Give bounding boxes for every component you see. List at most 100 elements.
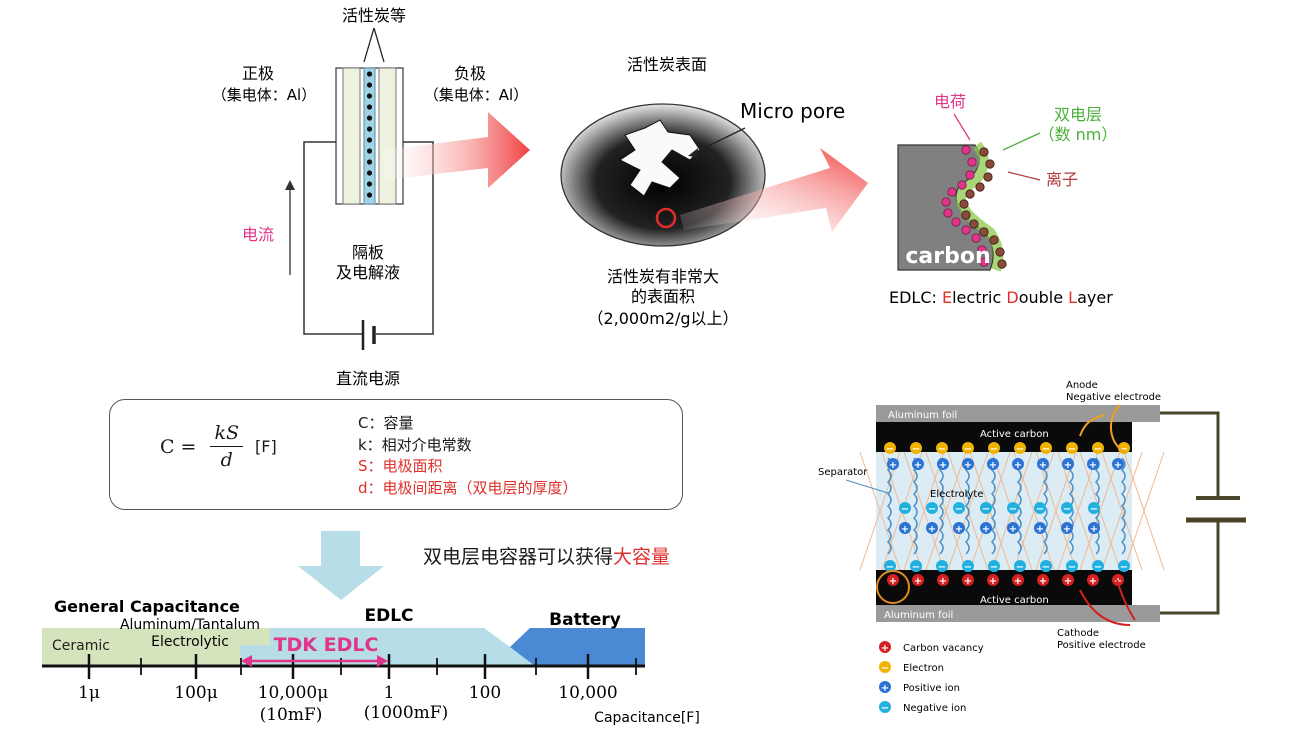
double-layer-pointer — [1002, 132, 1041, 151]
micropore-label: Micro pore — [740, 99, 845, 123]
external-wire — [1160, 411, 1220, 498]
formula-unit: [F] — [255, 437, 277, 456]
mesh-line — [925, 451, 967, 571]
plus-glyph: + — [989, 460, 997, 471]
plus-glyph: + — [964, 576, 972, 587]
charge-label: 电荷 — [934, 92, 966, 111]
charge-dot — [961, 145, 971, 155]
mesh-line — [1079, 451, 1121, 571]
mesh-line — [903, 451, 945, 571]
positive-charge — [987, 458, 999, 470]
minus-glyph: − — [928, 504, 936, 515]
tick-sub-1000mf: (1000mF) — [364, 703, 448, 723]
result-down-arrow — [298, 531, 384, 600]
charge-dot — [971, 233, 981, 243]
separator-label-2: 及电解液 — [336, 263, 400, 282]
negative-electrode-title: 负极 — [454, 64, 486, 83]
positive-charge — [1112, 458, 1124, 470]
circuit-wire — [376, 141, 434, 335]
carbon-label: carbon — [905, 244, 990, 269]
minus-glyph: − — [1042, 444, 1050, 455]
surface-desc-2: 的表面积 — [631, 287, 695, 306]
ceramic-label: Ceramic — [52, 638, 110, 654]
carbon-dot — [366, 192, 373, 198]
minus-glyph: − — [938, 444, 946, 455]
device-ions: −−−−−−−−−−++++++++++−−−−−−−−++++++++−−−−… — [884, 442, 1130, 587]
device-legend: + Carbon vacancy − Electron + Positive i… — [879, 641, 984, 714]
positive-charge — [1037, 574, 1049, 586]
plus-glyph: + — [1064, 460, 1072, 471]
plus-glyph: + — [881, 683, 889, 694]
ion-dot — [979, 227, 989, 237]
ion-path — [964, 457, 970, 555]
positive-charge — [1034, 522, 1046, 534]
minus-glyph: − — [1090, 504, 1098, 515]
anode-label-1: Anode — [1066, 380, 1098, 391]
plus-glyph: + — [1039, 460, 1047, 471]
edlc-band — [240, 628, 536, 666]
carbon-dot — [366, 104, 373, 110]
minus-glyph: − — [955, 504, 963, 515]
mesh-line — [1057, 451, 1099, 571]
positive-charge — [962, 458, 974, 470]
negative-charge — [1014, 560, 1026, 572]
zoom-arrow-2 — [680, 148, 868, 232]
carbon-dot — [366, 115, 373, 121]
ion-dot — [995, 247, 1005, 257]
conclusion-text: 双电层电容器可以获得大容量 — [423, 542, 670, 569]
ion-dot — [983, 172, 993, 182]
ion-dot — [965, 189, 975, 199]
plus-glyph: + — [928, 524, 936, 535]
zoom-circle — [655, 207, 677, 229]
tick-label-100u: 100μ — [174, 683, 218, 703]
general-band — [42, 628, 275, 666]
negative-charge — [1066, 560, 1078, 572]
battery-label: Battery — [549, 610, 621, 630]
carbon-dot — [366, 170, 373, 176]
edl-diagram: carbon 电荷 双电层 （数 nm） 离子 EDLC: Electric D… — [889, 92, 1117, 307]
bottom-foil-label: Aluminum foil — [884, 610, 953, 621]
formula-equals: = — [180, 435, 197, 458]
negative-charge — [1088, 502, 1100, 514]
axis-title: Capacitance[F] — [594, 710, 700, 726]
anode-label-2: Negative electrode — [1066, 392, 1161, 403]
negative-charge — [936, 560, 948, 572]
separator-layer — [363, 67, 376, 205]
surface-title: 活性炭表面 — [627, 55, 707, 74]
minus-glyph: − — [912, 562, 920, 573]
tdk-edlc-label: TDK EDLC — [274, 634, 379, 656]
bottom-carbon-label: Active carbon — [980, 595, 1049, 606]
minus-glyph: − — [1016, 444, 1024, 455]
ion-dot — [989, 235, 999, 245]
vacancy-flow-arrow — [1079, 589, 1131, 626]
ion-path — [912, 457, 918, 555]
scale-ticks — [87, 654, 637, 679]
carbon-dot — [366, 71, 373, 77]
ion-dot — [969, 219, 979, 229]
negative-charge — [1034, 502, 1046, 514]
plus-glyph: + — [939, 460, 947, 471]
plus-glyph: + — [939, 576, 947, 587]
micropore-shape — [619, 119, 701, 197]
cathode-label-2: Positive electrode — [1057, 640, 1146, 651]
plus-glyph: + — [889, 460, 897, 471]
positive-charge — [1088, 522, 1100, 534]
plus-glyph: + — [1014, 460, 1022, 471]
positive-charge — [937, 574, 949, 586]
device-diagram: Anode Negative electrode Aluminum foil A… — [818, 380, 1246, 714]
positive-charge — [1062, 574, 1074, 586]
capacitance-scale: General Capacitance Ceramic Aluminum/Tan… — [42, 597, 700, 726]
positive-charge — [912, 458, 924, 470]
double-layer-label-1: 双电层 — [1054, 105, 1102, 124]
mesh-line — [859, 451, 901, 571]
positive-charge — [1012, 458, 1024, 470]
positive-charge — [1062, 458, 1074, 470]
minus-glyph: − — [886, 562, 894, 573]
surface-desc-1: 活性炭有非常大 — [607, 267, 719, 286]
surface-desc-3: （2,000m2/g以上） — [587, 309, 738, 328]
plus-glyph: + — [881, 643, 889, 654]
minus-glyph: − — [901, 504, 909, 515]
plus-glyph: + — [901, 524, 909, 535]
minus-glyph: − — [982, 504, 990, 515]
carbon-dot — [366, 181, 373, 187]
